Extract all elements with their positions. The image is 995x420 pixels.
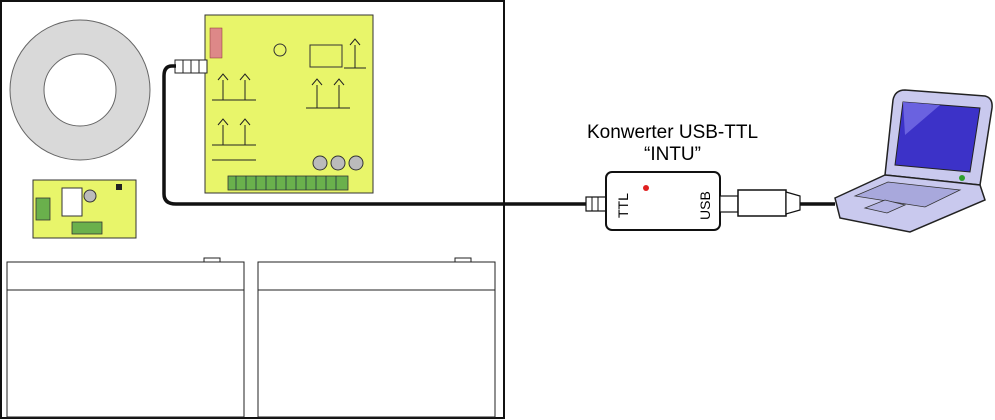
usb-ttl-converter: TTL USB [605,171,721,231]
small-pcb-board [32,179,137,239]
main-pcb-board [204,14,374,194]
port-label-ttl: TTL [615,193,631,218]
battery-left [6,257,245,418]
port-label-usb: USB [697,191,713,220]
pcb-cable-connector [174,59,208,74]
ttl-cable [162,64,588,206]
status-led [643,185,649,191]
ttl-plug [585,196,609,212]
converter-subtitle: “INTU” [644,144,701,165]
toroidal-transformer [9,19,151,161]
laptop-icon [834,89,993,233]
battery-right [257,257,496,418]
converter-title: Konwerter USB-TTL [586,122,759,143]
usb-plug [719,189,801,217]
